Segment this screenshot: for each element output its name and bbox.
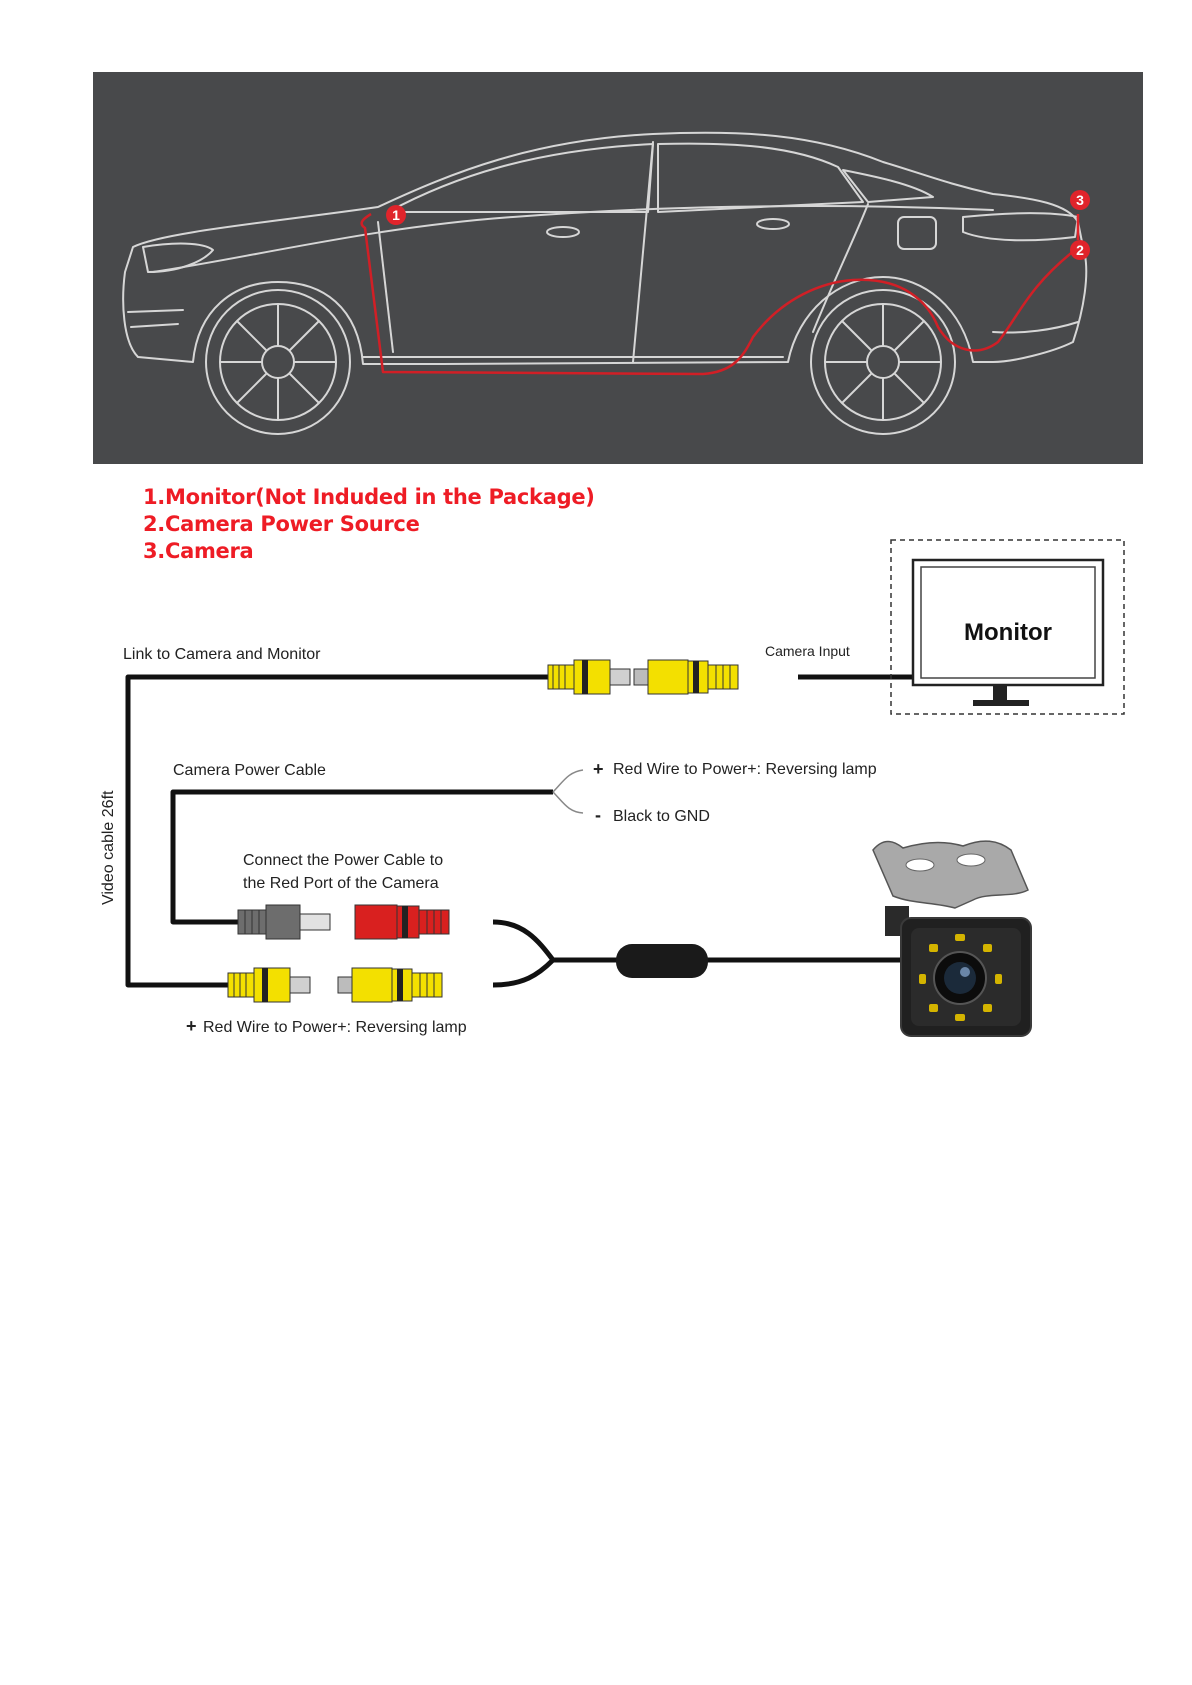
cables bbox=[125, 674, 916, 988]
black-gnd-label: Black to GND bbox=[613, 808, 710, 825]
monitor-stand bbox=[993, 685, 1007, 701]
panel-background bbox=[93, 72, 1143, 464]
legend-item-power-source: 2.Camera Power Source bbox=[143, 512, 420, 536]
camera-device bbox=[872, 840, 1032, 1037]
connect-label-line2: the Red Port of the Camera bbox=[243, 875, 439, 892]
power-cable bbox=[170, 789, 553, 925]
red-wire-label: Red Wire to Power+: Reversing lamp bbox=[613, 761, 877, 778]
rca-male-yellow-bottom bbox=[227, 967, 311, 1003]
monitor-dashed-box bbox=[890, 539, 1125, 715]
legend-item-camera: 3.Camera bbox=[143, 539, 254, 563]
car-installation-panel: 1 3 2 bbox=[93, 72, 1143, 464]
legend-list: 1.Monitor(Not Induded in the Package) 2.… bbox=[143, 484, 595, 565]
plus-sign: + bbox=[593, 759, 604, 779]
connect-label-line1: Connect the Power Cable to bbox=[243, 852, 443, 869]
front-wheel bbox=[205, 289, 351, 435]
car-outline bbox=[122, 131, 1088, 365]
wiring-diagram: Monitor bbox=[100, 539, 1125, 1037]
monitor-base bbox=[973, 700, 1029, 706]
rca-male-yellow-video bbox=[547, 659, 631, 695]
power-cable-label: Camera Power Cable bbox=[173, 762, 326, 779]
cable-route bbox=[360, 212, 1076, 376]
marker-camera-label: 3 bbox=[1076, 192, 1084, 208]
video-cable bbox=[125, 674, 548, 988]
rear-wheel bbox=[810, 289, 956, 435]
monitor-screen bbox=[911, 558, 1105, 687]
marker-monitor: 1 bbox=[386, 205, 406, 225]
video-cable-label: Video cable 26ft bbox=[100, 790, 117, 905]
marker-camera: 3 bbox=[1070, 190, 1090, 210]
bottom-red-wire-label: Red Wire to Power+: Reversing lamp bbox=[203, 1019, 467, 1036]
rca-male-gray-power bbox=[237, 904, 331, 940]
rca-female-yellow-camera bbox=[337, 967, 443, 1003]
legend-item-monitor: 1.Monitor(Not Induded in the Package) bbox=[143, 485, 595, 509]
marker-power-source-label: 2 bbox=[1076, 242, 1084, 258]
link-label: Link to Camera and Monitor bbox=[123, 646, 321, 663]
cable-junction-box bbox=[616, 944, 708, 978]
marker-power-source: 2 bbox=[1070, 240, 1090, 260]
minus-sign: - bbox=[595, 805, 601, 825]
rca-female-yellow-camera-input bbox=[633, 659, 739, 695]
camera-input-label: Camera Input bbox=[765, 643, 850, 659]
power-split bbox=[552, 769, 584, 814]
monitor-device: Monitor bbox=[890, 539, 1125, 715]
marker-monitor-label: 1 bbox=[392, 207, 400, 223]
camera-bracket bbox=[872, 840, 1029, 909]
rca-female-red-camera bbox=[354, 904, 450, 940]
camera-cable-yellow bbox=[492, 958, 555, 988]
camera-led-ring bbox=[919, 934, 1002, 1021]
camera-cable-red bbox=[492, 919, 555, 962]
bottom-plus-sign: + bbox=[186, 1016, 197, 1036]
monitor-label: Monitor bbox=[964, 619, 1052, 646]
